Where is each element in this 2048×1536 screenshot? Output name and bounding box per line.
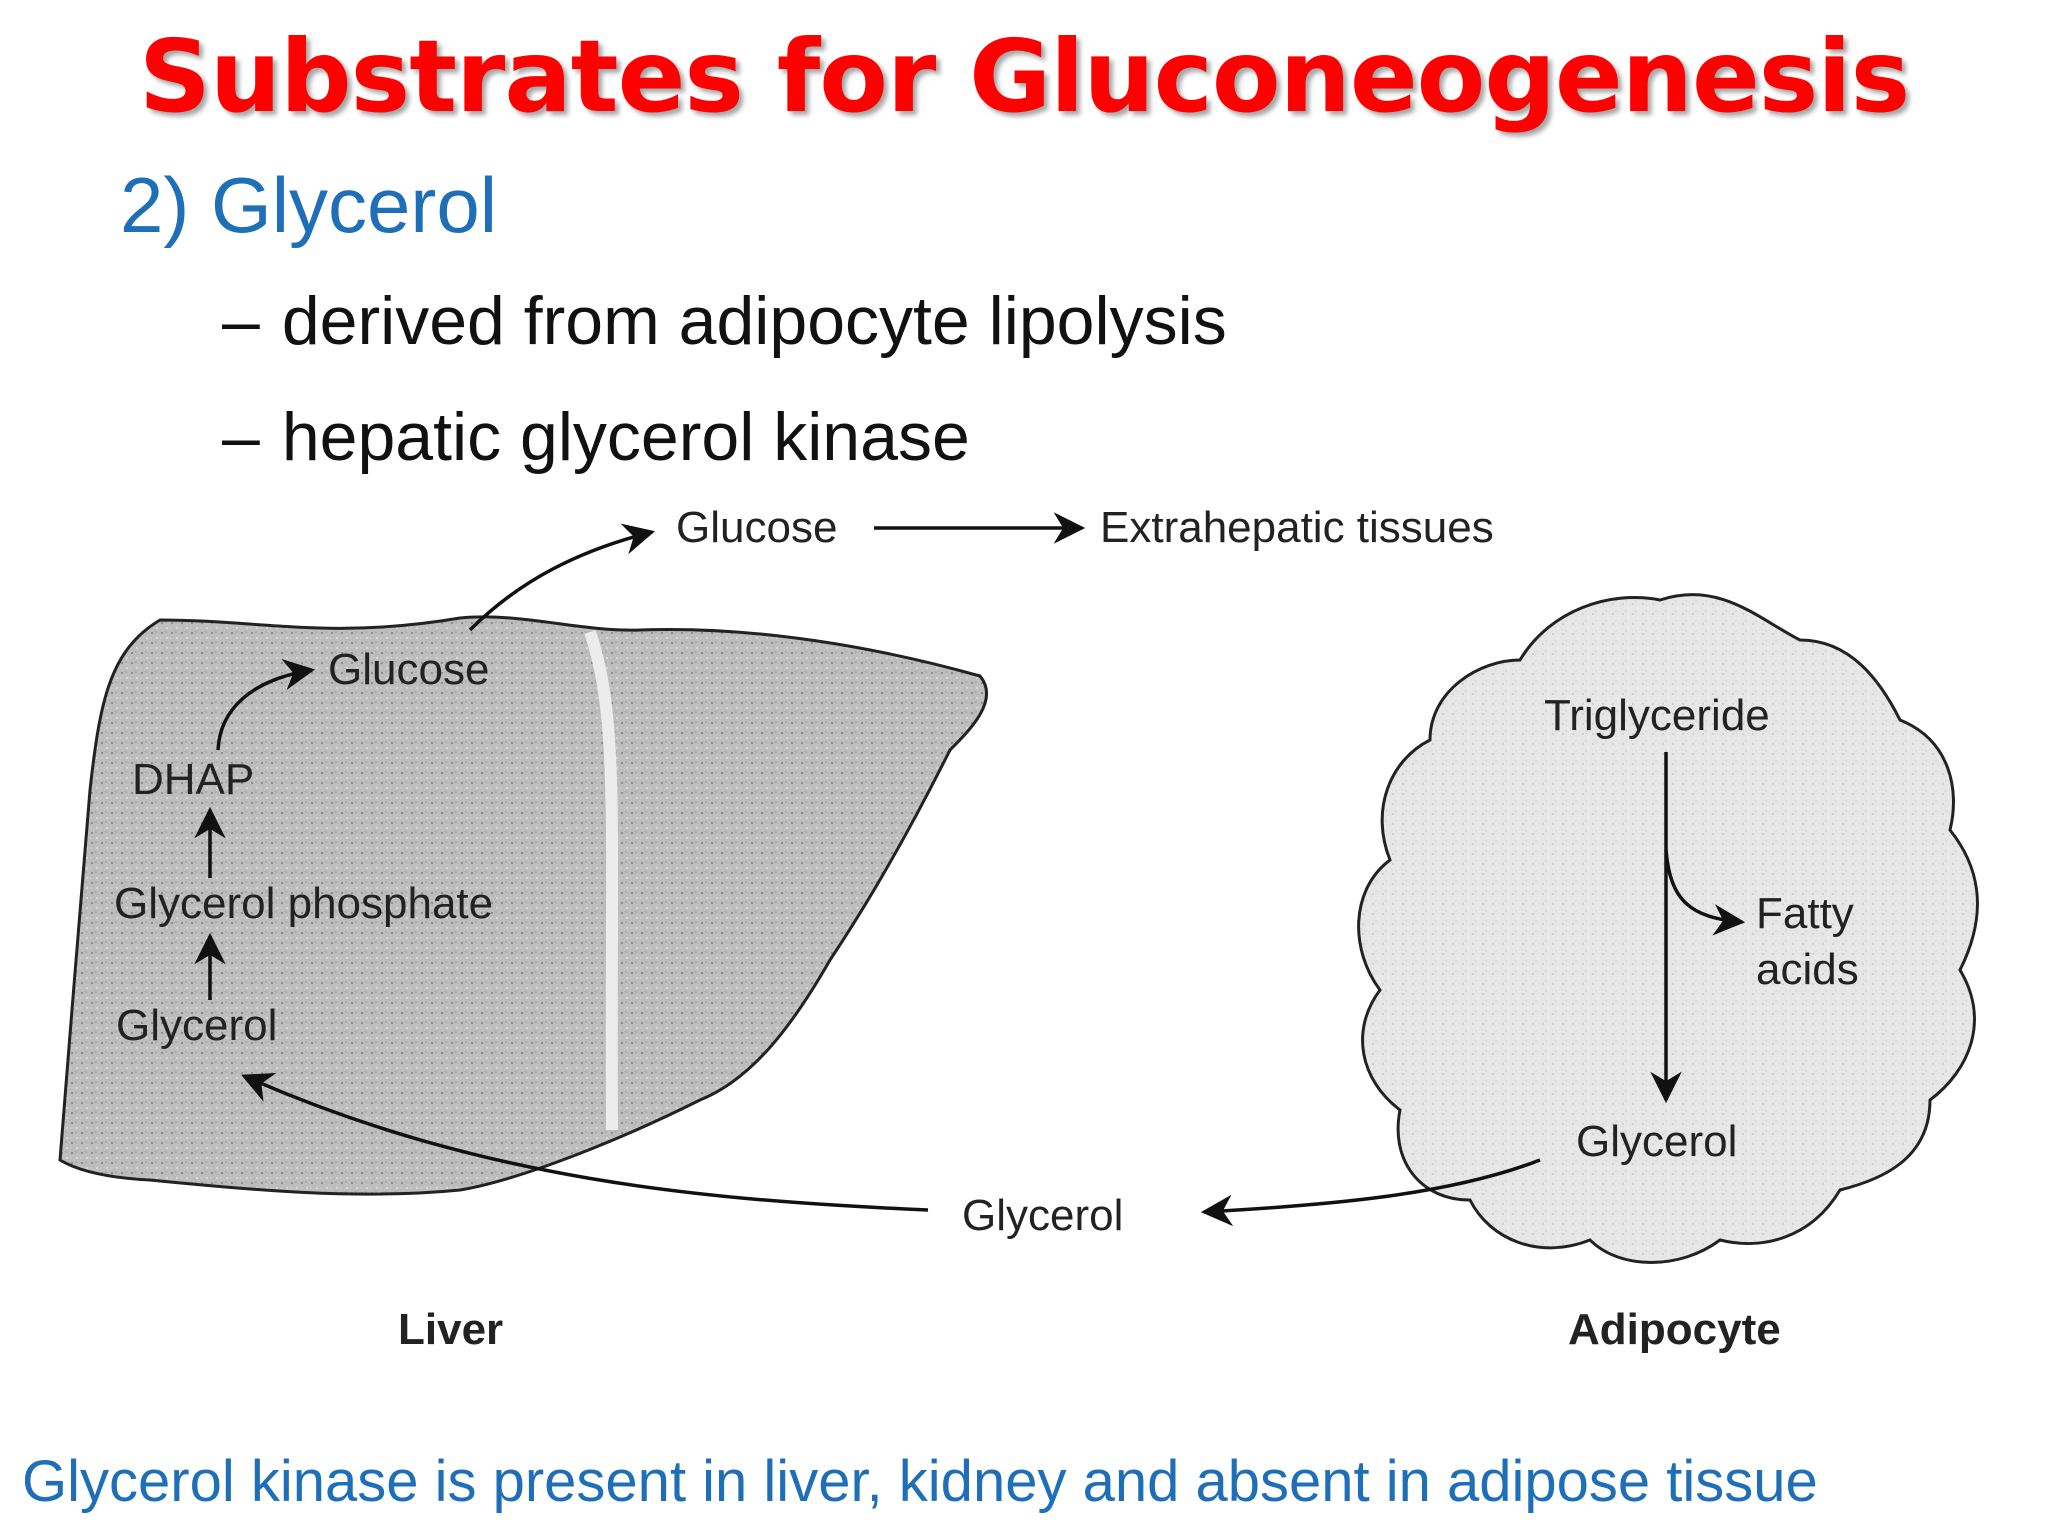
extrahepatic-tissues-label: Extrahepatic tissues (1100, 503, 1494, 552)
glycerol-phosphate-label: Glycerol phosphate (114, 879, 493, 928)
liver-caption: Liver (398, 1305, 503, 1354)
top-glucose-label: Glucose (676, 503, 837, 552)
arrow-adipocyte-to-transport-glycerol (1200, 1158, 1541, 1227)
bullet-dash: – (222, 283, 260, 359)
adipocyte-glycerol-label: Glycerol (1576, 1117, 1737, 1166)
triglyceride-label: Triglyceride (1544, 691, 1770, 740)
liver-glucose-label: Glucose (328, 645, 489, 694)
bullet-item: –derived from adipocyte lipolysis (222, 282, 1227, 360)
liver-shape (58, 615, 988, 1196)
bullet-item: –hepatic glycerol kinase (222, 398, 970, 476)
bullet-text: hepatic glycerol kinase (281, 399, 970, 475)
liver-glycerol-label: Glycerol (116, 1001, 277, 1050)
adipocyte-cell (1357, 593, 1979, 1264)
dhap-label: DHAP (132, 755, 254, 804)
arrow-dhap-to-glucose (216, 658, 316, 751)
liver-lobe-divider (584, 630, 619, 1131)
fatty-label: Fatty (1756, 889, 1854, 938)
slide-title: Substrates for Gluconeogenesis (138, 18, 1910, 135)
subheading: 2) Glycerol (120, 161, 498, 249)
transport-glycerol-label: Glycerol (962, 1191, 1123, 1240)
footer-note: Glycerol kinase is present in liver, kid… (22, 1449, 1818, 1514)
bullet-text: derived from adipocyte lipolysis (281, 283, 1227, 359)
adipocyte-caption: Adipocyte (1568, 1305, 1781, 1354)
bullet-dash: – (222, 399, 260, 475)
arrow-liver-to-blood-glucose (468, 523, 656, 632)
arrow-transport-glycerol-to-liver (241, 1073, 929, 1212)
arrow-triglyceride-to-fatty-acids (1664, 849, 1746, 936)
acids-label: acids (1756, 945, 1859, 994)
